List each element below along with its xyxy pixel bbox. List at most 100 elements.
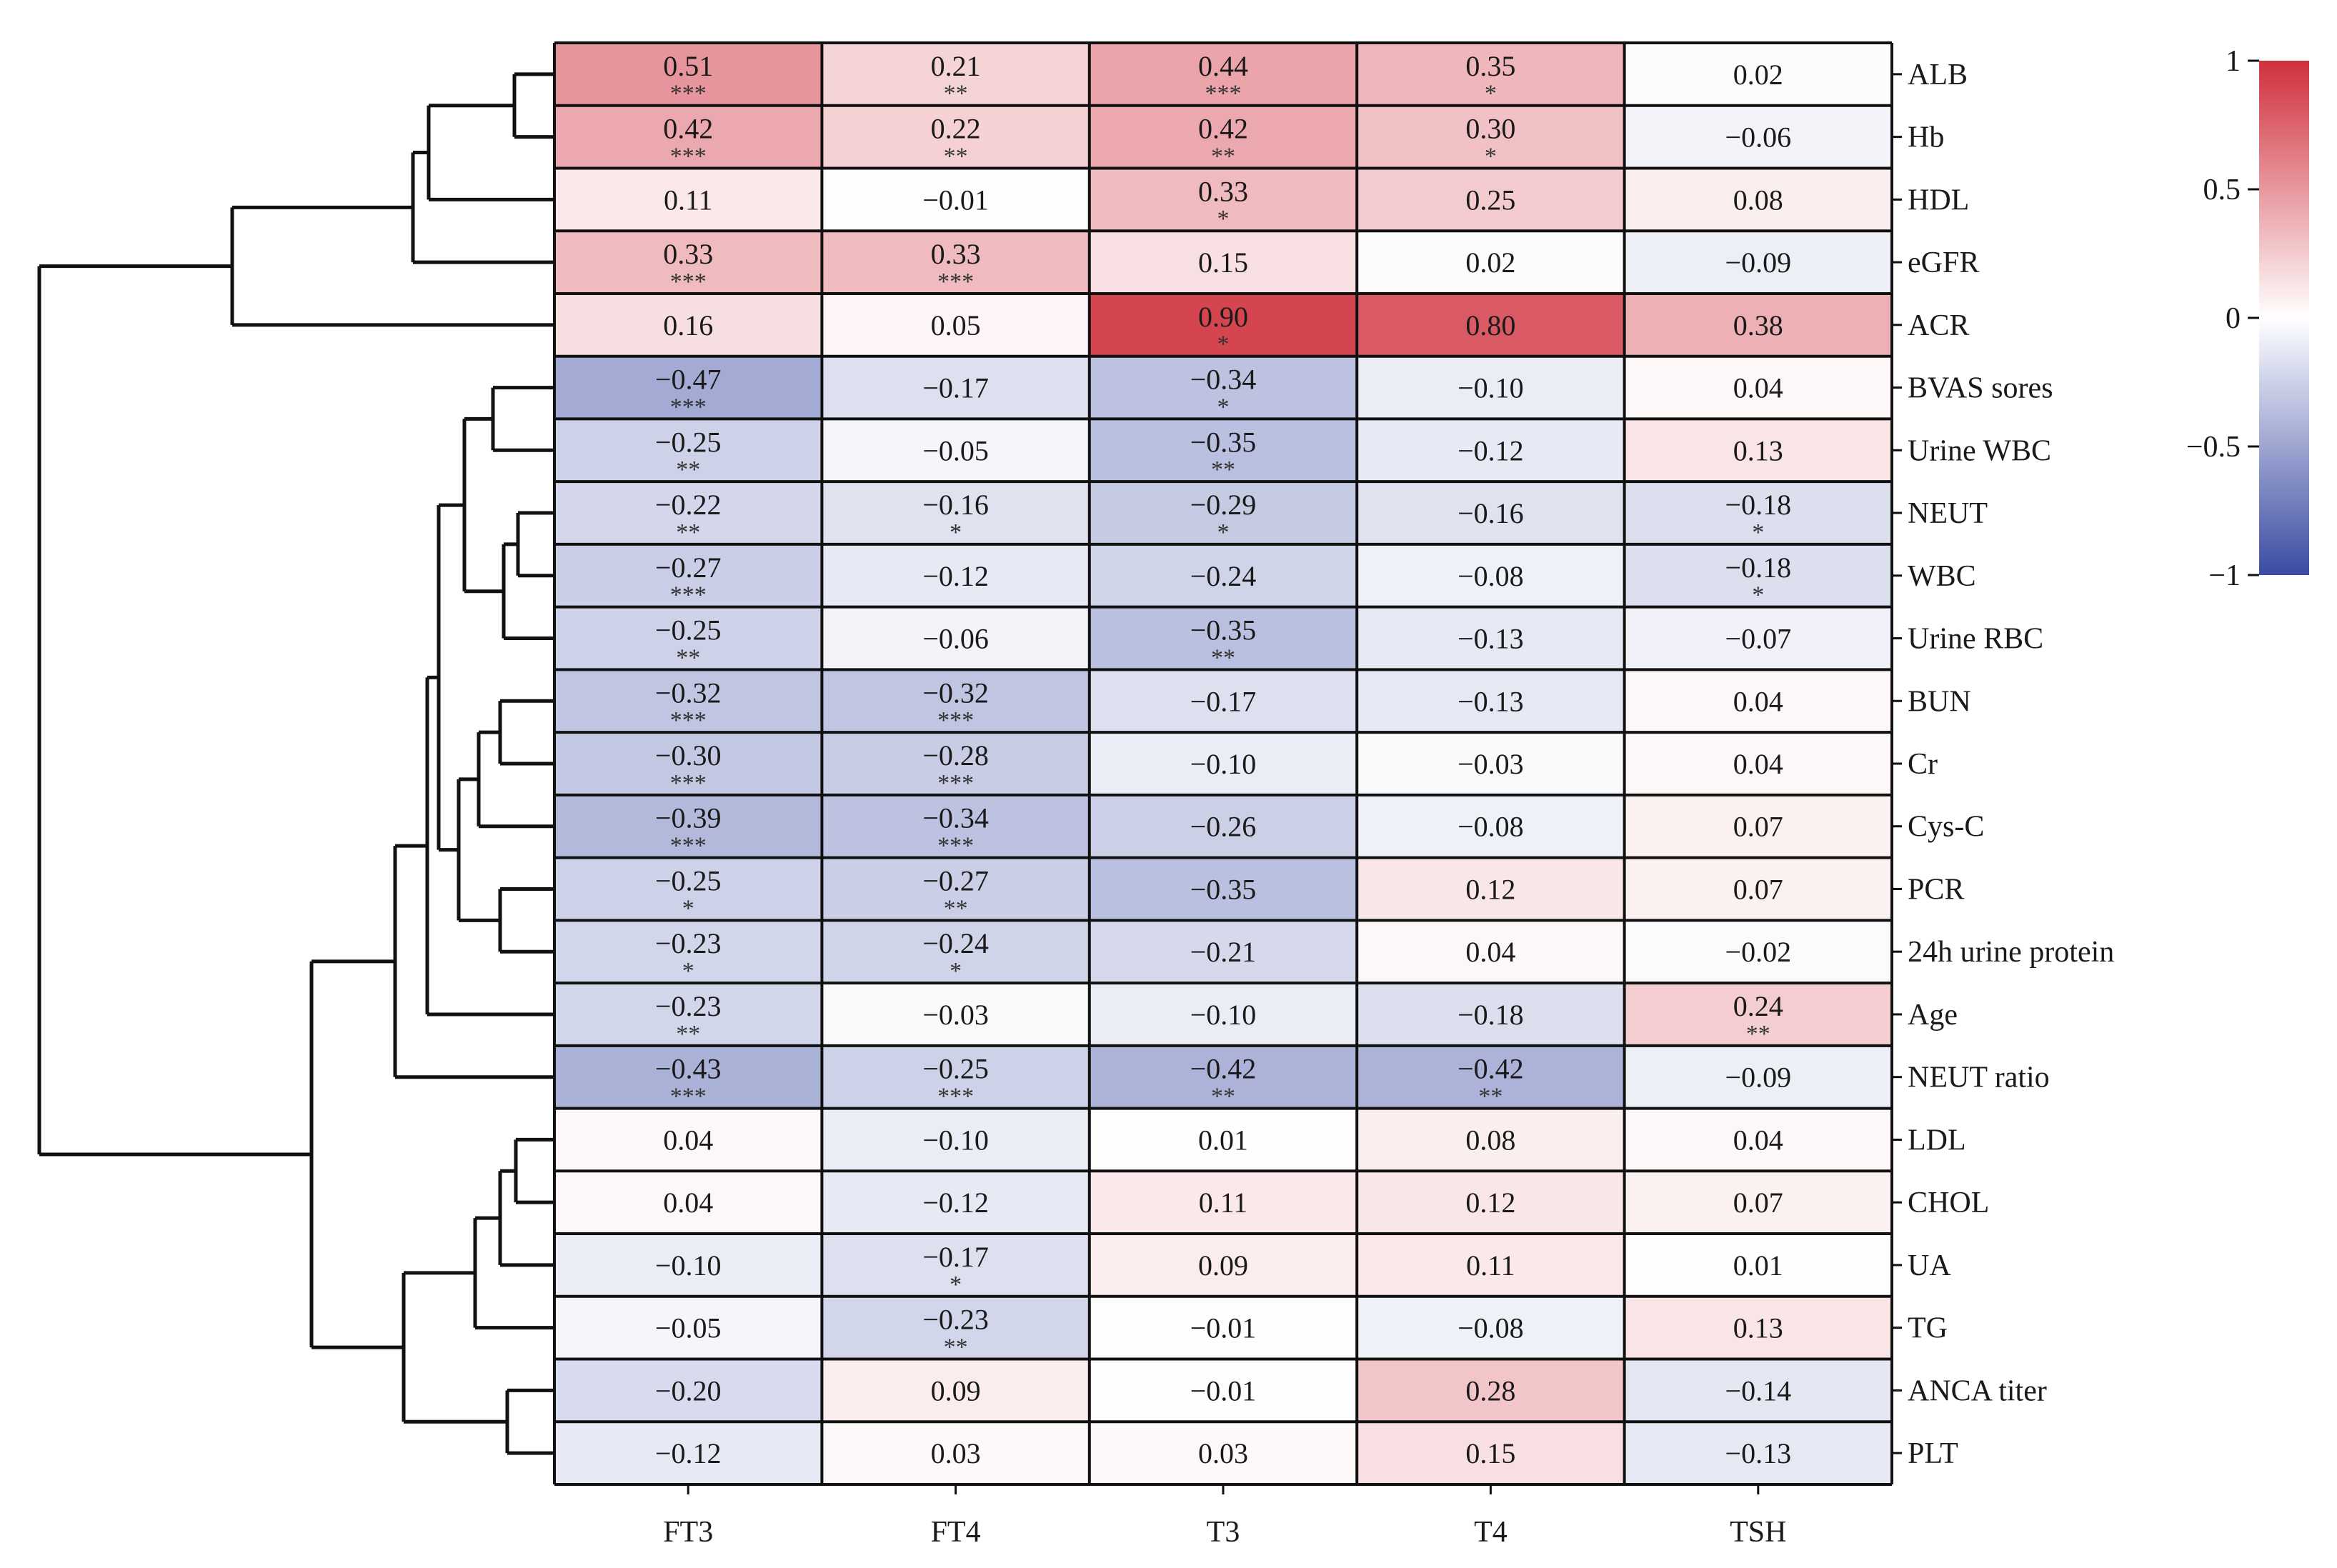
heatmap-cell — [1624, 1108, 1892, 1172]
cell-value-label: −0.12 — [922, 560, 989, 592]
significance-stars: *** — [937, 1084, 974, 1110]
significance-stars: ** — [676, 1021, 700, 1047]
significance-stars: * — [950, 1272, 962, 1298]
row-label: Age — [1908, 999, 1958, 1032]
legend-tick-label: 1 — [2226, 45, 2241, 78]
heatmap-cell — [822, 544, 1090, 607]
heatmap-cell — [1089, 1296, 1357, 1359]
row-label: Cr — [1908, 748, 1938, 781]
heatmap-cell — [554, 1234, 822, 1297]
cell-value-label: −0.32 — [655, 676, 722, 709]
heatmap-cell — [554, 1296, 822, 1359]
row-label: HDL — [1908, 184, 1969, 216]
heatmap-cell — [822, 983, 1090, 1046]
cell-value-label: 0.13 — [1733, 434, 1783, 466]
heatmap-cell — [1624, 419, 1892, 482]
heatmap-cell — [1624, 1296, 1892, 1359]
cell-value-label: 0.07 — [1733, 811, 1783, 843]
row-label: LDL — [1908, 1124, 1966, 1157]
significance-stars: ** — [944, 895, 968, 922]
heatmap-cell — [554, 544, 822, 607]
cell-value-label: −0.06 — [1725, 121, 1792, 154]
cell-value-label: −0.10 — [1190, 748, 1257, 780]
heatmap-cell — [822, 669, 1090, 733]
significance-stars: *** — [670, 394, 707, 420]
cell-value-label: 0.13 — [1733, 1312, 1783, 1344]
heatmap-cell — [554, 669, 822, 733]
significance-stars: ** — [676, 456, 700, 483]
significance-stars: ** — [1211, 1084, 1235, 1110]
cell-value-label: 0.28 — [1465, 1374, 1515, 1407]
significance-stars: *** — [670, 707, 707, 734]
cell-value-label: −0.27 — [655, 551, 722, 584]
heatmap-cell — [554, 481, 822, 544]
heatmap-cell — [1089, 43, 1357, 106]
heatmap-cell — [1089, 606, 1357, 670]
cell-value-label: −0.08 — [1457, 811, 1524, 843]
row-label: WBC — [1908, 560, 1976, 593]
cell-value-label: −0.12 — [655, 1437, 722, 1469]
heatmap-cell — [1357, 1359, 1625, 1422]
heatmap-cell — [822, 920, 1090, 984]
cell-value-label: −0.12 — [1457, 434, 1524, 466]
significance-stars: * — [1485, 143, 1497, 169]
heatmap-cell — [1089, 544, 1357, 607]
cell-value-label: −0.21 — [1190, 936, 1257, 968]
cell-value-label: −0.13 — [1457, 685, 1524, 717]
cell-value-label: −0.35 — [1190, 614, 1257, 646]
cell-value-label: −0.03 — [922, 999, 989, 1031]
cell-value-label: 0.08 — [1733, 184, 1783, 216]
heatmap-cell — [822, 105, 1090, 169]
row-label: PLT — [1908, 1437, 1958, 1470]
heatmap-cell — [1089, 356, 1357, 419]
heatmap-cell — [1357, 168, 1625, 231]
heatmap-cell — [554, 606, 822, 670]
cell-value-label: −0.47 — [655, 364, 722, 396]
row-label: PCR — [1908, 873, 1964, 906]
cell-value-label: 0.15 — [1465, 1437, 1515, 1469]
cell-value-label: −0.27 — [922, 864, 989, 897]
column-label: TSH — [1730, 1516, 1786, 1549]
cell-value-label: 0.09 — [931, 1374, 981, 1407]
cell-value-label: 0.03 — [1198, 1437, 1248, 1469]
cell-value-label: 0.04 — [1733, 1124, 1783, 1156]
heatmap-cell — [1089, 105, 1357, 169]
cell-value-label: 0.30 — [1465, 113, 1515, 145]
significance-stars: *** — [670, 770, 707, 797]
cell-value-label: −0.10 — [655, 1249, 722, 1282]
heatmap-cell — [1357, 105, 1625, 169]
cell-value-label: −0.23 — [655, 990, 722, 1022]
cell-value-label: 0.04 — [663, 1124, 713, 1156]
cell-value-label: −0.22 — [655, 489, 722, 521]
cell-value-label: −0.16 — [1457, 497, 1524, 529]
cell-value-label: −0.10 — [922, 1124, 989, 1156]
heatmap-cell — [1357, 794, 1625, 858]
heatmap-cell — [1089, 481, 1357, 544]
heatmap-cell — [822, 732, 1090, 795]
heatmap-cell — [554, 43, 822, 106]
significance-stars: ** — [1211, 644, 1235, 671]
row-label: Urine WBC — [1908, 434, 2051, 467]
heatmap-cell — [822, 1296, 1090, 1359]
cell-value-label: −0.05 — [655, 1312, 722, 1344]
heatmap-cell — [1624, 606, 1892, 670]
heatmap-cell — [1624, 231, 1892, 294]
cell-value-label: −0.05 — [922, 434, 989, 466]
heatmap-cell — [1624, 1171, 1892, 1234]
cell-value-label: −0.29 — [1190, 489, 1257, 521]
cell-value-label: 0.11 — [1199, 1187, 1248, 1219]
cell-value-label: −0.23 — [922, 1304, 989, 1336]
heatmap-cell — [554, 1422, 822, 1484]
heatmap-cell — [822, 356, 1090, 419]
cell-value-label: −0.07 — [1725, 623, 1792, 655]
cell-value-label: 0.12 — [1465, 1187, 1515, 1219]
heatmap-cell — [1357, 1171, 1625, 1234]
heatmap-cell — [554, 920, 822, 984]
cell-value-label: −0.42 — [1190, 1053, 1257, 1085]
heatmap-grid — [553, 41, 1893, 1486]
cell-value-label: 0.12 — [1465, 873, 1515, 905]
significance-stars: *** — [937, 707, 974, 734]
cell-value-label: 0.42 — [663, 113, 713, 145]
heatmap-cell — [822, 1359, 1090, 1422]
